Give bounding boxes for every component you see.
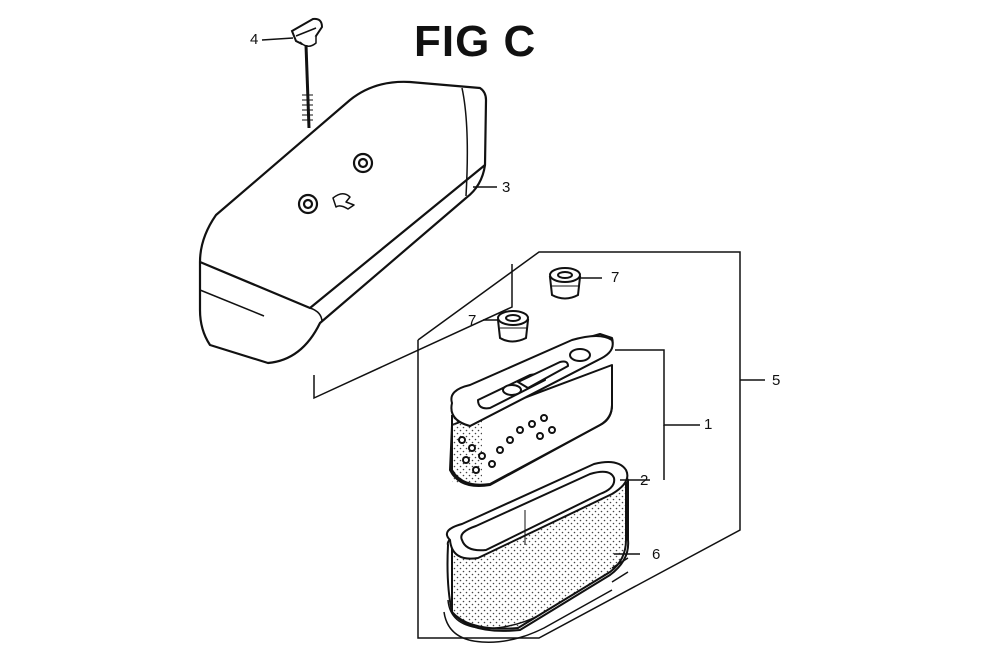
figure-title: FIG C xyxy=(414,17,537,66)
callout-7-upper: 7 xyxy=(611,269,620,286)
grommet-lower xyxy=(496,310,530,343)
callout-4: 4 xyxy=(250,31,259,48)
callout-7-lower: 7 xyxy=(468,312,477,329)
leader-4 xyxy=(261,37,294,41)
grommet-upper xyxy=(548,267,582,300)
callout-5: 5 xyxy=(772,372,781,389)
curved-arrow-icon xyxy=(332,193,355,210)
callout-3: 3 xyxy=(502,179,511,196)
kit-bracket-5 xyxy=(417,251,741,639)
wing-bolt xyxy=(290,17,324,129)
foam-pre-cleaner xyxy=(443,461,630,643)
filter-element xyxy=(449,333,614,487)
callout-2: 2 xyxy=(640,472,649,489)
callout-1: 1 xyxy=(704,416,713,433)
air-cleaner-cover xyxy=(198,80,488,365)
leader-1 xyxy=(615,349,700,426)
assembly-line-cover xyxy=(313,264,513,400)
callout-6: 6 xyxy=(652,546,661,563)
